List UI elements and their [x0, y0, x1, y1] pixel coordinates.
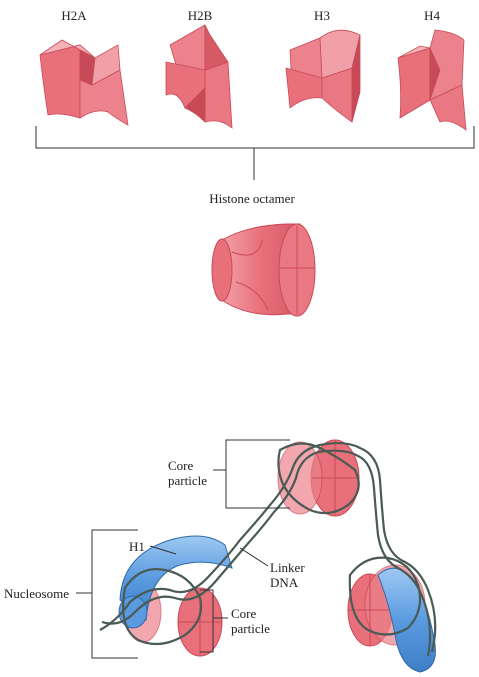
histone-h3-shape [285, 29, 361, 123]
label-h1: H1 [129, 539, 145, 554]
histone-h2b-shape [165, 24, 233, 129]
label-histone-octamer: Histone octamer [209, 191, 295, 206]
histone-octamer-shape [211, 223, 316, 317]
core-particle-top-shape [277, 439, 360, 517]
label-linker-dna: Linker DNA [270, 560, 305, 590]
histone-h2a-shape [39, 39, 129, 126]
label-h3: H3 [314, 8, 330, 23]
label-h4: H4 [424, 8, 440, 23]
histone-bracket [35, 126, 475, 180]
label-nucleosome: Nucleosome [4, 586, 69, 601]
label-core-particle-top: Core particle [168, 458, 207, 488]
label-core-particle-bottom: Core particle [231, 606, 270, 636]
label-h2a: H2A [61, 8, 87, 23]
dna-strand [99, 441, 437, 657]
label-leaders [76, 439, 290, 659]
label-h2b: H2B [187, 8, 213, 23]
histone-h4-shape [397, 29, 467, 131]
